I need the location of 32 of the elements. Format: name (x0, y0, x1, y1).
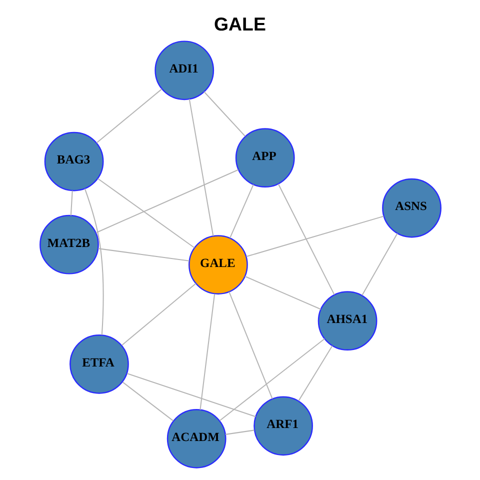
node-circle: MAT2B (39, 214, 98, 274)
node-circle: AHSA1 (317, 291, 377, 351)
connector (298, 345, 332, 402)
connector (244, 276, 320, 310)
connector (121, 283, 196, 346)
connector (203, 91, 246, 137)
connector (228, 292, 272, 400)
node-circle: ADI1 (154, 40, 214, 100)
diagram-title: GALE (214, 13, 266, 34)
connector (277, 184, 334, 295)
connector (224, 430, 254, 435)
connector (70, 190, 72, 216)
connector (97, 178, 194, 248)
node-circle: APP (234, 128, 294, 188)
connector (246, 216, 384, 258)
node-circle: BAG3 (44, 132, 104, 192)
node-circle: GALE (188, 235, 248, 294)
connector (95, 169, 238, 234)
connector (218, 338, 324, 422)
connector (96, 88, 162, 144)
connector (228, 184, 254, 238)
connector (84, 188, 104, 335)
connector (188, 98, 214, 236)
connector (199, 294, 215, 410)
node-circle: ARF1 (253, 396, 312, 456)
node-circle: ACADM (166, 409, 226, 468)
connector (361, 233, 398, 296)
connector (122, 382, 174, 422)
connector (126, 373, 256, 418)
connector (98, 248, 189, 262)
node-circle: ASNS (382, 178, 441, 238)
node-circle: ETFA (69, 334, 128, 394)
